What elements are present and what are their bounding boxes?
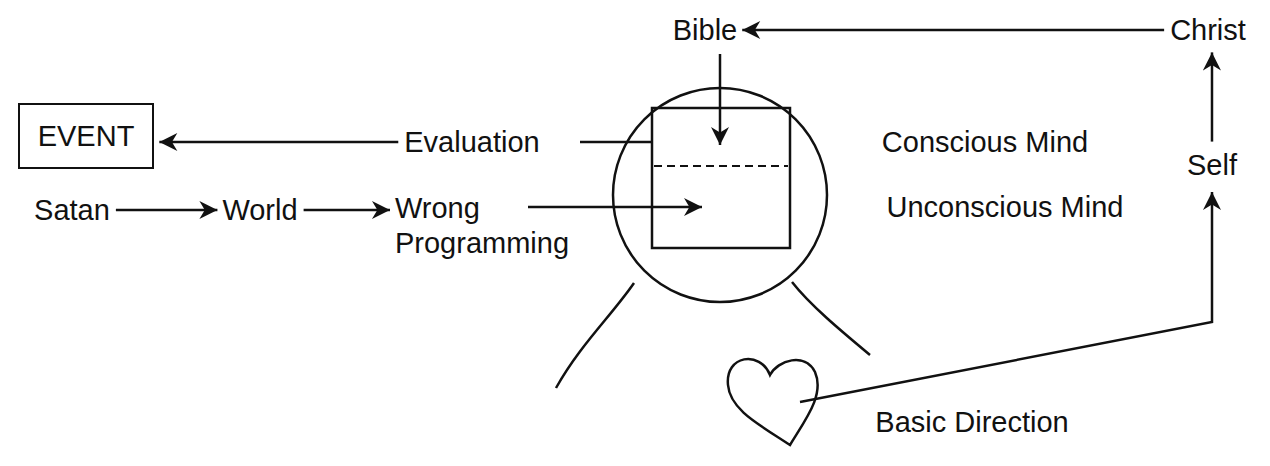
text-node: Wrong Programming [395,191,569,261]
side-label: Unconscious Mind [887,190,1124,225]
node-text: EVENT [38,119,135,154]
mind-divider [654,165,788,167]
flow-arrow [159,141,398,144]
programming-input-arrow [528,206,702,209]
event-box: EVENT [18,103,155,170]
bible-input-arrow [719,54,722,145]
evaluation-leader [580,141,652,144]
node-text: Self [1187,148,1237,183]
node-text: Wrong Programming [395,191,569,261]
node-text: Bible [673,13,738,48]
text-node: Bible [673,13,738,48]
side-label: Conscious Mind [882,125,1088,160]
left-shoulder [556,283,634,388]
flow-arrow [304,209,390,212]
node-text: World [222,193,297,228]
text-node: Christ [1170,13,1246,48]
text-node: Evaluation [404,125,539,160]
right-shoulder [792,282,870,355]
node-text: Evaluation [404,125,539,160]
flow-arrow [116,209,218,212]
text-node: Satan [34,193,110,228]
node-text: Satan [34,193,110,228]
flow-arrow [1211,52,1214,141]
direction-arrow [800,192,1212,402]
text-node: Self [1187,148,1237,183]
text-node: World [222,193,297,228]
flow-arrow [742,29,1164,32]
node-text: Christ [1170,13,1246,48]
side-label: Basic Direction [875,405,1068,440]
